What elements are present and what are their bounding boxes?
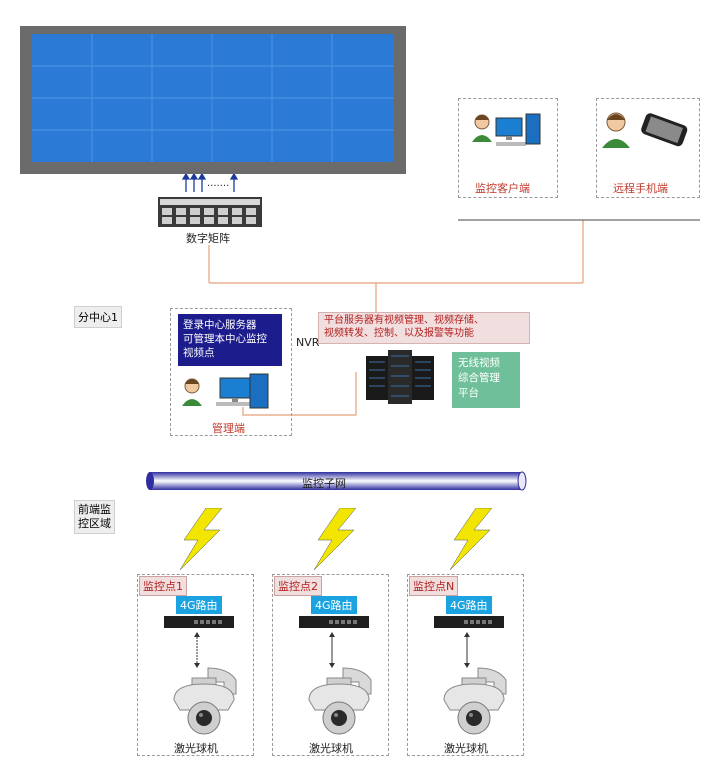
router-label: 4G路由	[446, 596, 492, 614]
laser-dome-camera-icon	[443, 667, 507, 735]
router-device	[164, 616, 234, 628]
phone-user-icon	[602, 112, 688, 148]
router-label: 4G路由	[311, 596, 357, 614]
matrix-label: 数字矩阵	[186, 232, 230, 245]
server-rack-icon	[366, 350, 434, 404]
network-label: 监控子网	[302, 477, 346, 490]
admin-computer-icon	[182, 373, 269, 409]
camera-label: 激光球机	[444, 742, 488, 755]
branch-label: 分中心1	[74, 306, 122, 328]
site-box	[272, 574, 389, 756]
video-wall	[20, 26, 406, 174]
monitor-subnet-pipe	[146, 471, 527, 491]
monitor-client-label: 监控客户端	[475, 182, 530, 195]
wireless-lightning-icon	[313, 508, 357, 570]
link-arrow	[329, 632, 335, 668]
login-info-box	[178, 314, 282, 366]
link-arrow	[194, 632, 200, 668]
site-name: 监控点2	[274, 576, 322, 596]
remote-phone-box	[596, 98, 700, 198]
site-box	[137, 574, 254, 756]
login-info-text: 登录中心服务器 可管理本中心监控 视频点	[183, 319, 267, 359]
nvr-label: NVR	[296, 336, 320, 349]
wireless-lightning-icon	[179, 508, 223, 570]
link-arrow	[464, 632, 470, 668]
admin-label: 管理端	[212, 422, 245, 435]
wireless-lightning-icon	[449, 508, 493, 570]
site-name: 监控点N	[409, 576, 459, 596]
platform-desc-text: 平台服务器有视频管理、视频存储、 视频转发、控制、以及报警等功能	[324, 315, 484, 339]
computer-user-icon	[472, 113, 541, 146]
laser-dome-camera-icon	[173, 667, 237, 735]
wireless-platform-text: 无线视频 综合管理 平台	[458, 357, 500, 399]
laser-dome-camera-icon	[308, 667, 372, 735]
camera-label: 激光球机	[174, 742, 218, 755]
router-label: 4G路由	[176, 596, 222, 614]
site-name: 监控点1	[139, 576, 187, 596]
frontend-label: 前端监 控区域	[74, 500, 115, 534]
upload-arrows	[181, 174, 238, 192]
router-device	[434, 616, 504, 628]
remote-phone-label: 远程手机端	[613, 182, 668, 195]
admin-box	[170, 308, 292, 436]
monitor-client-box	[458, 98, 558, 198]
site-box	[407, 574, 524, 756]
camera-label: 激光球机	[309, 742, 353, 755]
digital-matrix-device	[158, 197, 262, 227]
platform-desc-box	[318, 312, 530, 344]
arrow-dots: .......	[207, 178, 230, 189]
router-device	[299, 616, 369, 628]
wireless-platform-box	[452, 352, 520, 408]
